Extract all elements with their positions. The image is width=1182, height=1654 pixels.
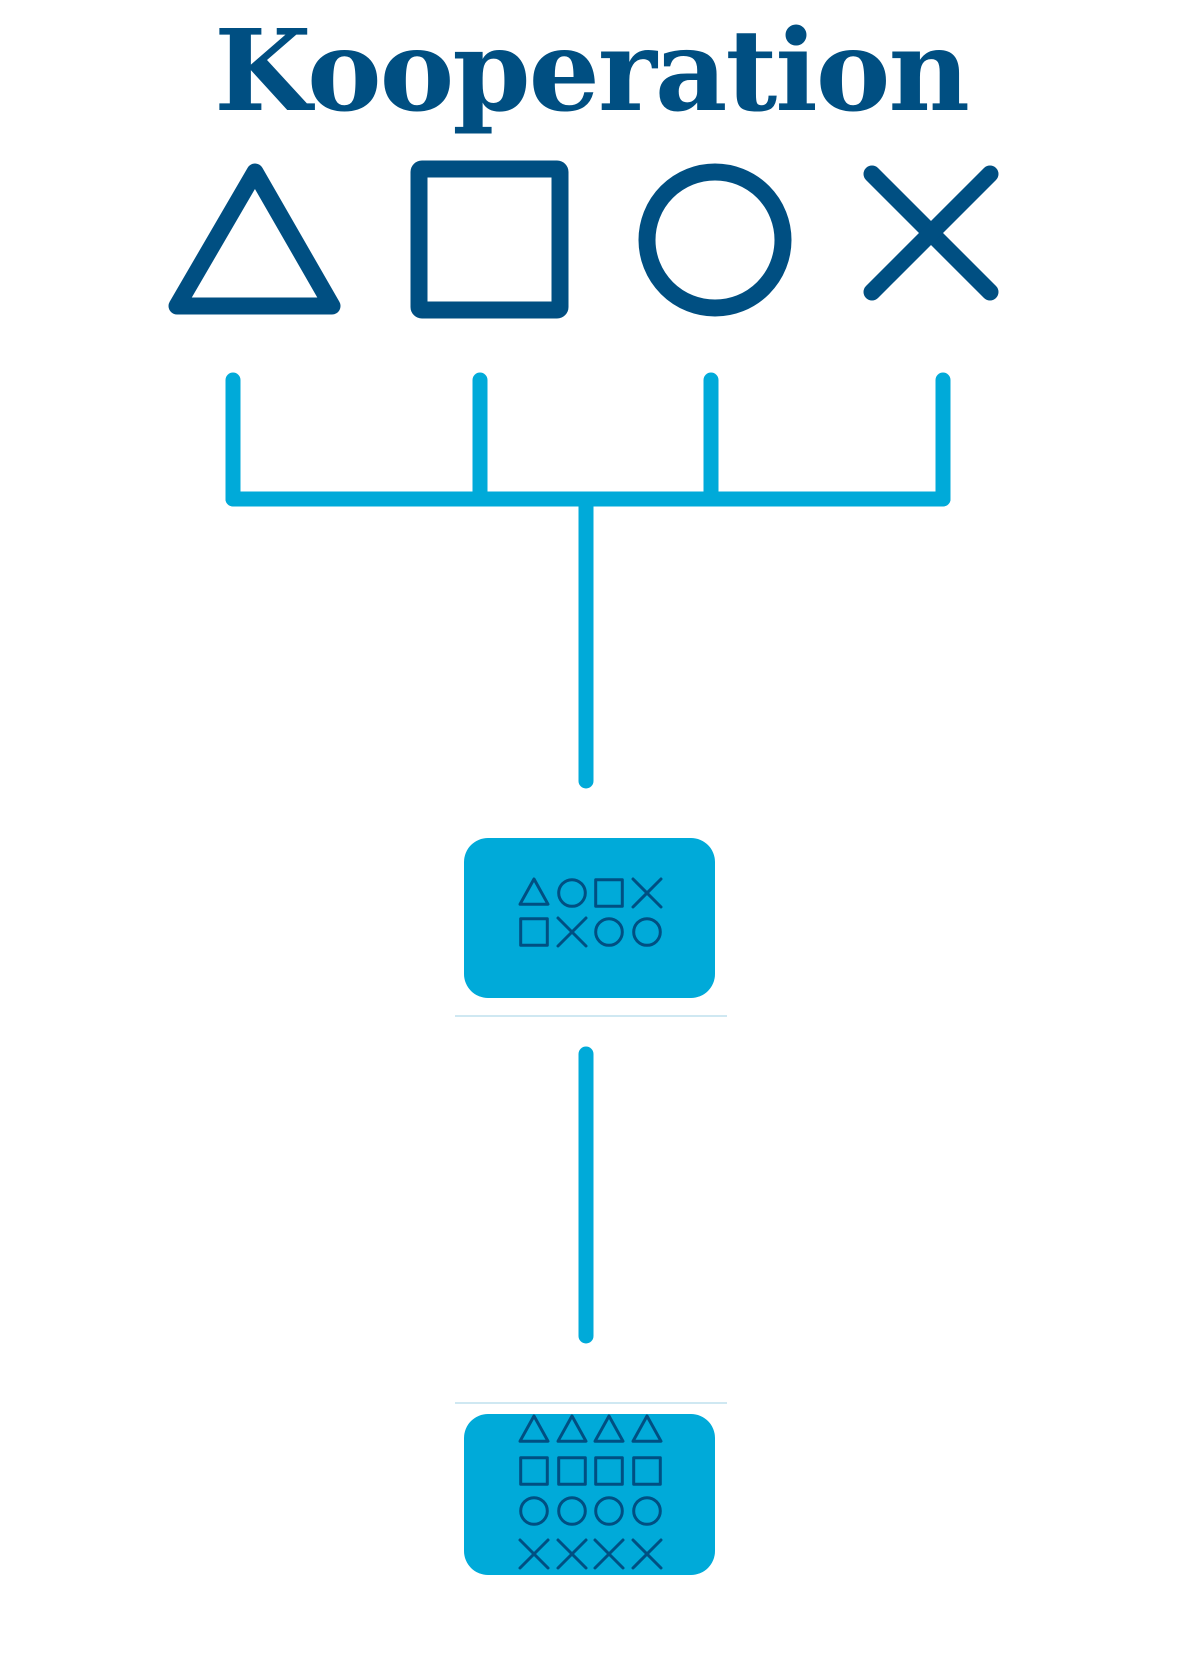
circle-icon <box>519 1496 549 1526</box>
connector-tree <box>225 372 951 1344</box>
triangle-icon <box>556 1414 588 1443</box>
title: Kooperation <box>214 6 968 137</box>
square-icon <box>594 878 624 908</box>
triangle-icon <box>631 1414 663 1443</box>
triangle-icon <box>593 1414 625 1443</box>
cross-icon <box>631 1538 663 1570</box>
cross-icon <box>518 1538 550 1570</box>
square-icon <box>632 1456 662 1486</box>
group-box-1-symbols <box>518 877 663 948</box>
square-icon <box>519 917 549 947</box>
triangle-icon <box>518 1414 550 1443</box>
cross-icon <box>556 1538 588 1570</box>
group-box-2 <box>464 1414 715 1575</box>
group-box-2-symbols <box>518 1414 663 1570</box>
circle-icon <box>557 878 587 908</box>
square-icon <box>557 1456 587 1486</box>
circle-icon <box>632 917 662 947</box>
circle-icon <box>632 1496 662 1526</box>
square-icon <box>410 160 569 319</box>
circle-icon <box>594 917 624 947</box>
cross-icon <box>863 165 999 301</box>
triangle-icon <box>168 163 341 315</box>
cross-icon <box>593 1538 625 1570</box>
top-symbols <box>168 160 999 319</box>
cross-icon <box>631 877 663 909</box>
group-box-1 <box>464 838 715 998</box>
circle-icon <box>594 1496 624 1526</box>
square-icon <box>519 1456 549 1486</box>
circle-icon <box>557 1496 587 1526</box>
square-icon <box>594 1456 624 1486</box>
cross-icon <box>556 916 588 948</box>
triangle-icon <box>518 877 550 906</box>
circle-icon <box>638 163 792 317</box>
